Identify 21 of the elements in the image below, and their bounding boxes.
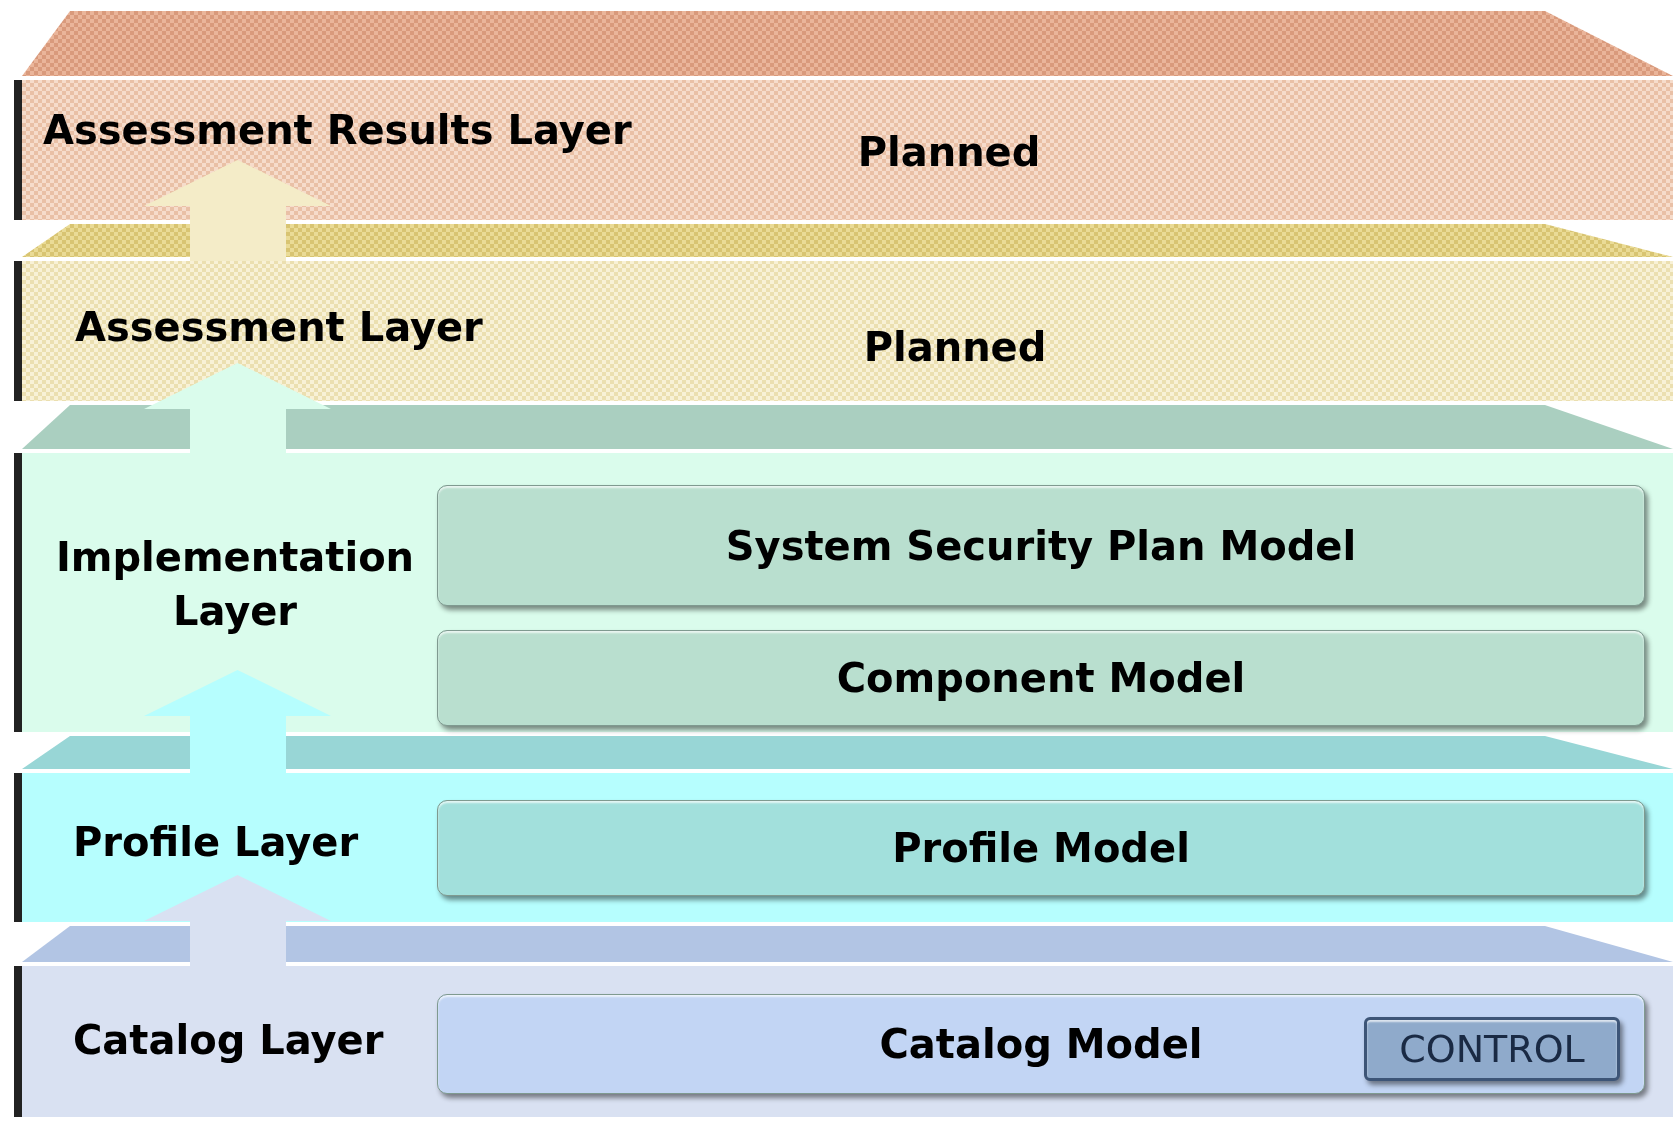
control-tag xyxy=(1364,1017,1620,1081)
status-label: Planned xyxy=(857,129,1041,175)
layer-title: Profile Layer xyxy=(73,819,359,865)
tag-text: CONTROL xyxy=(1399,1027,1585,1071)
model-box xyxy=(437,485,1645,606)
up-arrow xyxy=(144,875,331,966)
layer-title: Assessment Layer xyxy=(75,304,483,350)
model-title: Profile Model xyxy=(892,825,1190,871)
layer-title: Catalog Layer xyxy=(73,1017,384,1063)
model-title: Component Model xyxy=(836,655,1246,701)
model-title: Catalog Model xyxy=(879,1021,1203,1067)
model-box xyxy=(437,800,1645,896)
model-box xyxy=(437,994,1645,1094)
model-box xyxy=(437,630,1645,726)
layer-title: Assessment Results Layer xyxy=(43,107,632,153)
up-arrow xyxy=(144,670,331,773)
model-title: System Security Plan Model xyxy=(725,522,1357,569)
status-label: Planned xyxy=(863,324,1047,370)
layer-title: Implementation Layer xyxy=(54,533,416,636)
up-arrow xyxy=(144,363,331,453)
up-arrow xyxy=(144,160,331,261)
